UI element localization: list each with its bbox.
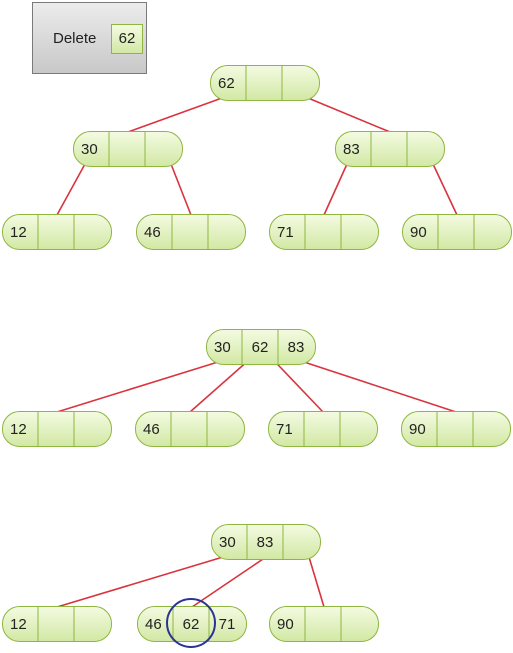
tree-edge <box>56 556 224 608</box>
tree-edge <box>191 556 267 608</box>
tree-node: 12 <box>2 411 112 447</box>
tree-edge <box>189 361 248 413</box>
tree-node: 83 <box>335 131 445 167</box>
node-key: 30 <box>81 141 98 158</box>
node-key: 12 <box>10 224 27 241</box>
node-key: 83 <box>288 339 305 356</box>
tree-node: 71 <box>269 214 379 250</box>
tree-node: 30 <box>73 131 183 167</box>
tree-node: 30 83 <box>211 524 321 560</box>
node-key: 71 <box>277 224 294 241</box>
tree-edge <box>56 361 219 413</box>
tree-edge <box>303 361 457 413</box>
node-key: 90 <box>277 616 294 633</box>
node-key: 62 <box>183 616 200 633</box>
tree-node: 12 <box>2 606 112 642</box>
tree-edge <box>274 361 324 413</box>
node-key: 46 <box>144 224 161 241</box>
tree-edge <box>127 97 223 133</box>
tree-node: 71 <box>268 411 378 447</box>
node-key: 71 <box>276 421 293 438</box>
tree-edge <box>432 163 458 216</box>
tree-node: 90 <box>402 214 512 250</box>
tree-node: 90 <box>269 606 379 642</box>
node-key: 12 <box>10 616 27 633</box>
node-key: 71 <box>219 616 236 633</box>
tree-edge <box>323 163 348 216</box>
node-key: 83 <box>257 534 274 551</box>
node-key: 90 <box>410 224 427 241</box>
operation-box: Delete 62 <box>32 2 147 74</box>
node-key: 83 <box>343 141 360 158</box>
node-key: 90 <box>409 421 426 438</box>
node-key: 62 <box>218 75 235 92</box>
tree-node: 46 <box>136 214 246 250</box>
tree-edge <box>307 97 391 133</box>
tree-node: 90 <box>401 411 511 447</box>
operation-key: 62 <box>111 24 143 54</box>
tree-node: 12 <box>2 214 112 250</box>
node-key: 46 <box>143 421 160 438</box>
operation-label: Delete <box>53 30 97 47</box>
highlight-circle <box>166 598 216 648</box>
node-key: 46 <box>145 616 162 633</box>
node-key: 12 <box>10 421 27 438</box>
node-key: 62 <box>252 339 269 356</box>
tree-node: 62 <box>210 65 320 101</box>
tree-edge <box>308 556 325 608</box>
node-key: 30 <box>219 534 236 551</box>
tree-edge <box>170 163 192 216</box>
tree-node: 30 62 83 <box>206 329 316 365</box>
tree-edge <box>56 163 86 216</box>
tree-node: 46 <box>135 411 245 447</box>
tree-node: 46 62 71 <box>137 606 247 642</box>
node-key: 30 <box>214 339 231 356</box>
